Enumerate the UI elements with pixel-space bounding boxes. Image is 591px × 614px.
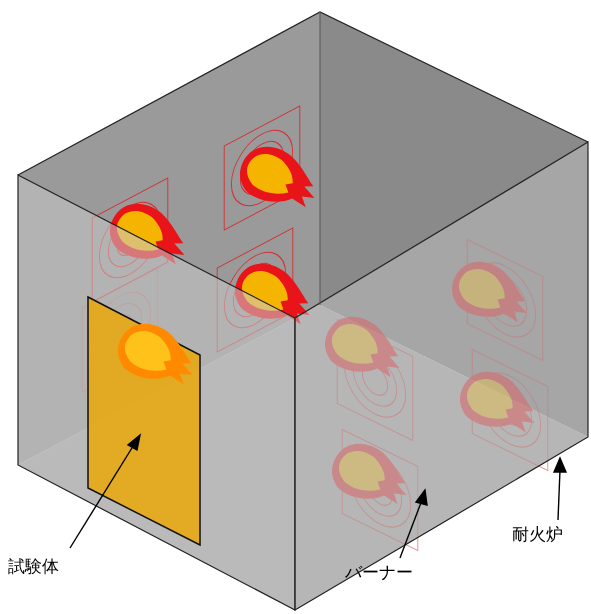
leader-line — [400, 500, 422, 558]
arrowhead — [416, 490, 427, 505]
front-left-wall — [18, 175, 295, 610]
test-specimen — [88, 297, 200, 545]
furnace-label: 耐火炉 — [512, 524, 563, 544]
arrowhead — [554, 458, 566, 472]
specimen-label: 試験体 — [8, 556, 59, 576]
back-edge — [320, 12, 321, 305]
leader-line — [558, 470, 560, 520]
leader-line — [70, 443, 135, 548]
burner-label: バーナー — [345, 562, 413, 582]
arrowhead — [128, 435, 140, 450]
burner — [224, 106, 327, 230]
burner — [110, 314, 205, 397]
top-edge — [18, 12, 588, 175]
front-right-wall — [295, 142, 588, 610]
